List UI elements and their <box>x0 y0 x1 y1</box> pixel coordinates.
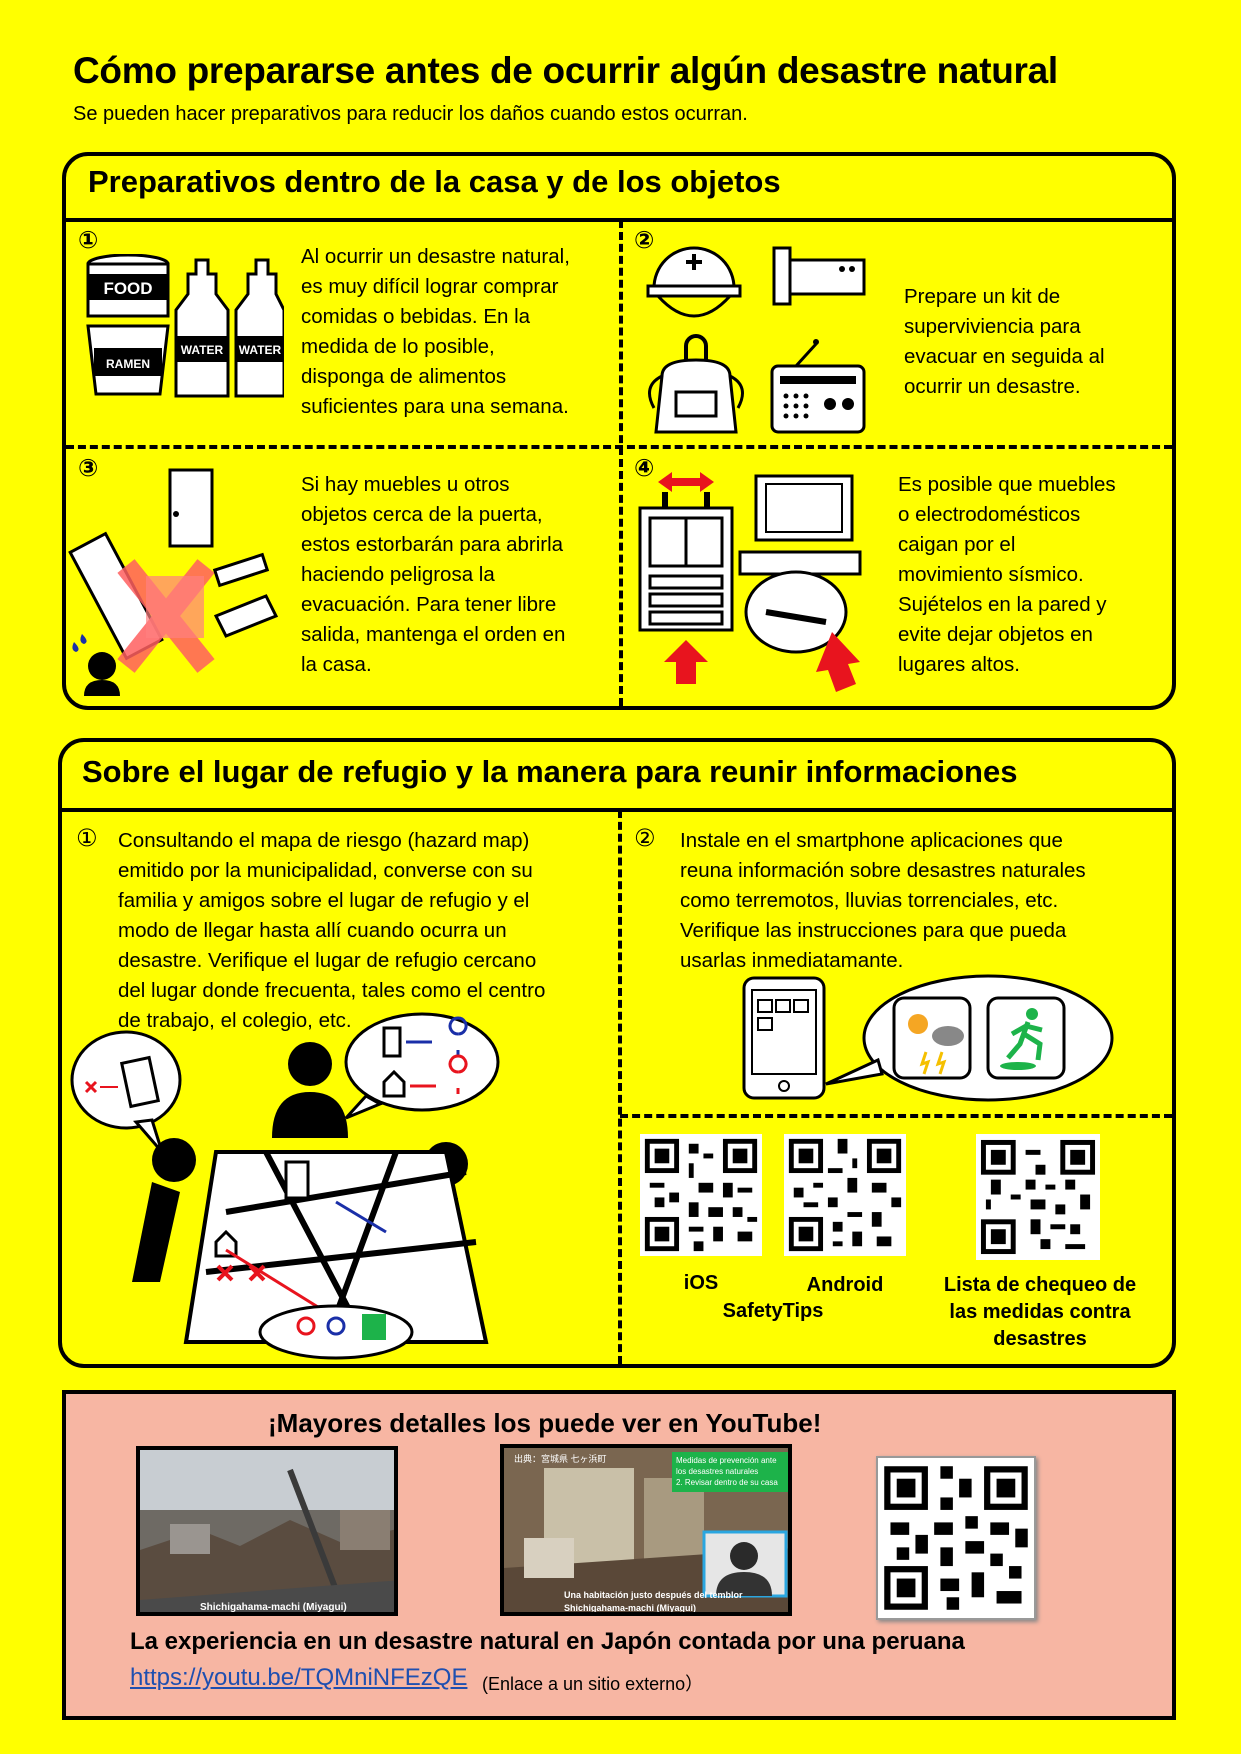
blocked-door-illustration <box>68 468 279 696</box>
water-label: WATER <box>181 343 224 357</box>
item-number: ① <box>78 227 99 254</box>
item-number: ③ <box>78 455 99 482</box>
room-photo-video-thumbnail[interactable]: 出典：宮城県 七ヶ浜町 Medidas de prevención ante l… <box>500 1444 792 1616</box>
youtube-section: ¡Mayores detalles los puede ver en YouTu… <box>62 1390 1176 1720</box>
smartphone-app-illustration <box>742 974 1114 1102</box>
qr-code-icon <box>644 1138 758 1252</box>
item-text: Al ocurrir un desastre natural,es muy di… <box>301 245 570 418</box>
page-subtitle: Se pueden hacer preparativos para reduci… <box>73 103 748 125</box>
photo-caption: Shichigahama-machi (Miyagui) <box>564 1603 696 1613</box>
youtube-heading: ¡Mayores detalles los puede ver en YouTu… <box>268 1408 822 1438</box>
survival-kit-illustration <box>646 246 866 434</box>
item-number: ④ <box>634 455 655 482</box>
item-number: ② <box>634 825 656 852</box>
item-number: ① <box>76 825 98 852</box>
item-text: Instale en el smartphone aplicaciones qu… <box>680 829 1086 972</box>
qr-code-checklist[interactable] <box>976 1134 1100 1260</box>
photo-caption: Una habitación justo después del temblor <box>564 1590 743 1600</box>
video-description: La experiencia en un desastre natural en… <box>130 1628 965 1655</box>
overlay-line: los desastres naturales <box>676 1467 758 1476</box>
secure-furniture-illustration <box>638 472 862 692</box>
youtube-link[interactable]: https://youtu.be/TQMniNFEzQE <box>130 1664 468 1691</box>
qr-code-icon <box>980 1139 1096 1255</box>
qr-label-ios: iOS <box>683 1272 719 1294</box>
damaged-room-image: 出典：宮城県 七ヶ浜町 Medidas de prevención ante l… <box>504 1448 788 1613</box>
item-number: ② <box>634 227 655 254</box>
qr-code-icon <box>788 1138 902 1252</box>
item-text: Consultando el mapa de riesgo (hazard ma… <box>118 829 546 1032</box>
section-refuge-information: Sobre el lugar de refugio y la manera pa… <box>58 738 1176 1368</box>
qr-label-android: Android <box>806 1274 884 1296</box>
overlay-line: Medidas de prevención ante <box>676 1456 777 1465</box>
overlay-line: 2. Revisar dentro de su casa <box>676 1478 778 1487</box>
food-label: FOOD <box>103 279 152 298</box>
section-title: Sobre el lugar de refugio y la manera pa… <box>82 754 1018 789</box>
section-title: Preparativos dentro de la casa y de los … <box>88 164 781 199</box>
qr-code-icon <box>884 1466 1028 1610</box>
qr-code-ios[interactable] <box>640 1134 762 1256</box>
external-link-note: (Enlace a un sitio externo） <box>482 1674 704 1694</box>
photo-caption: Shichigahama-machi (Miyagui) <box>200 1602 347 1613</box>
water-label: WATER <box>239 343 282 357</box>
photo-source: 出典：宮城県 七ヶ浜町 <box>514 1453 607 1464</box>
page-title: Cómo prepararse antes de ocurrir algún d… <box>73 50 1058 91</box>
qr-code-android[interactable] <box>784 1134 906 1256</box>
qr-code-youtube[interactable] <box>876 1456 1036 1620</box>
ramen-label: RAMEN <box>106 357 150 371</box>
app-name-label: SafetyTips <box>722 1300 824 1322</box>
disaster-photo-video-thumbnail[interactable]: Shichigahama-machi (Miyagui) <box>136 1446 398 1616</box>
section-home-preparation: Preparativos dentro de la casa y de los … <box>62 152 1176 710</box>
food-water-illustration: FOOD RAMEN WATER WATER <box>86 254 284 398</box>
hazard-map-meeting-illustration <box>70 1012 500 1360</box>
debris-photo-image: Shichigahama-machi (Miyagui) <box>140 1450 394 1613</box>
